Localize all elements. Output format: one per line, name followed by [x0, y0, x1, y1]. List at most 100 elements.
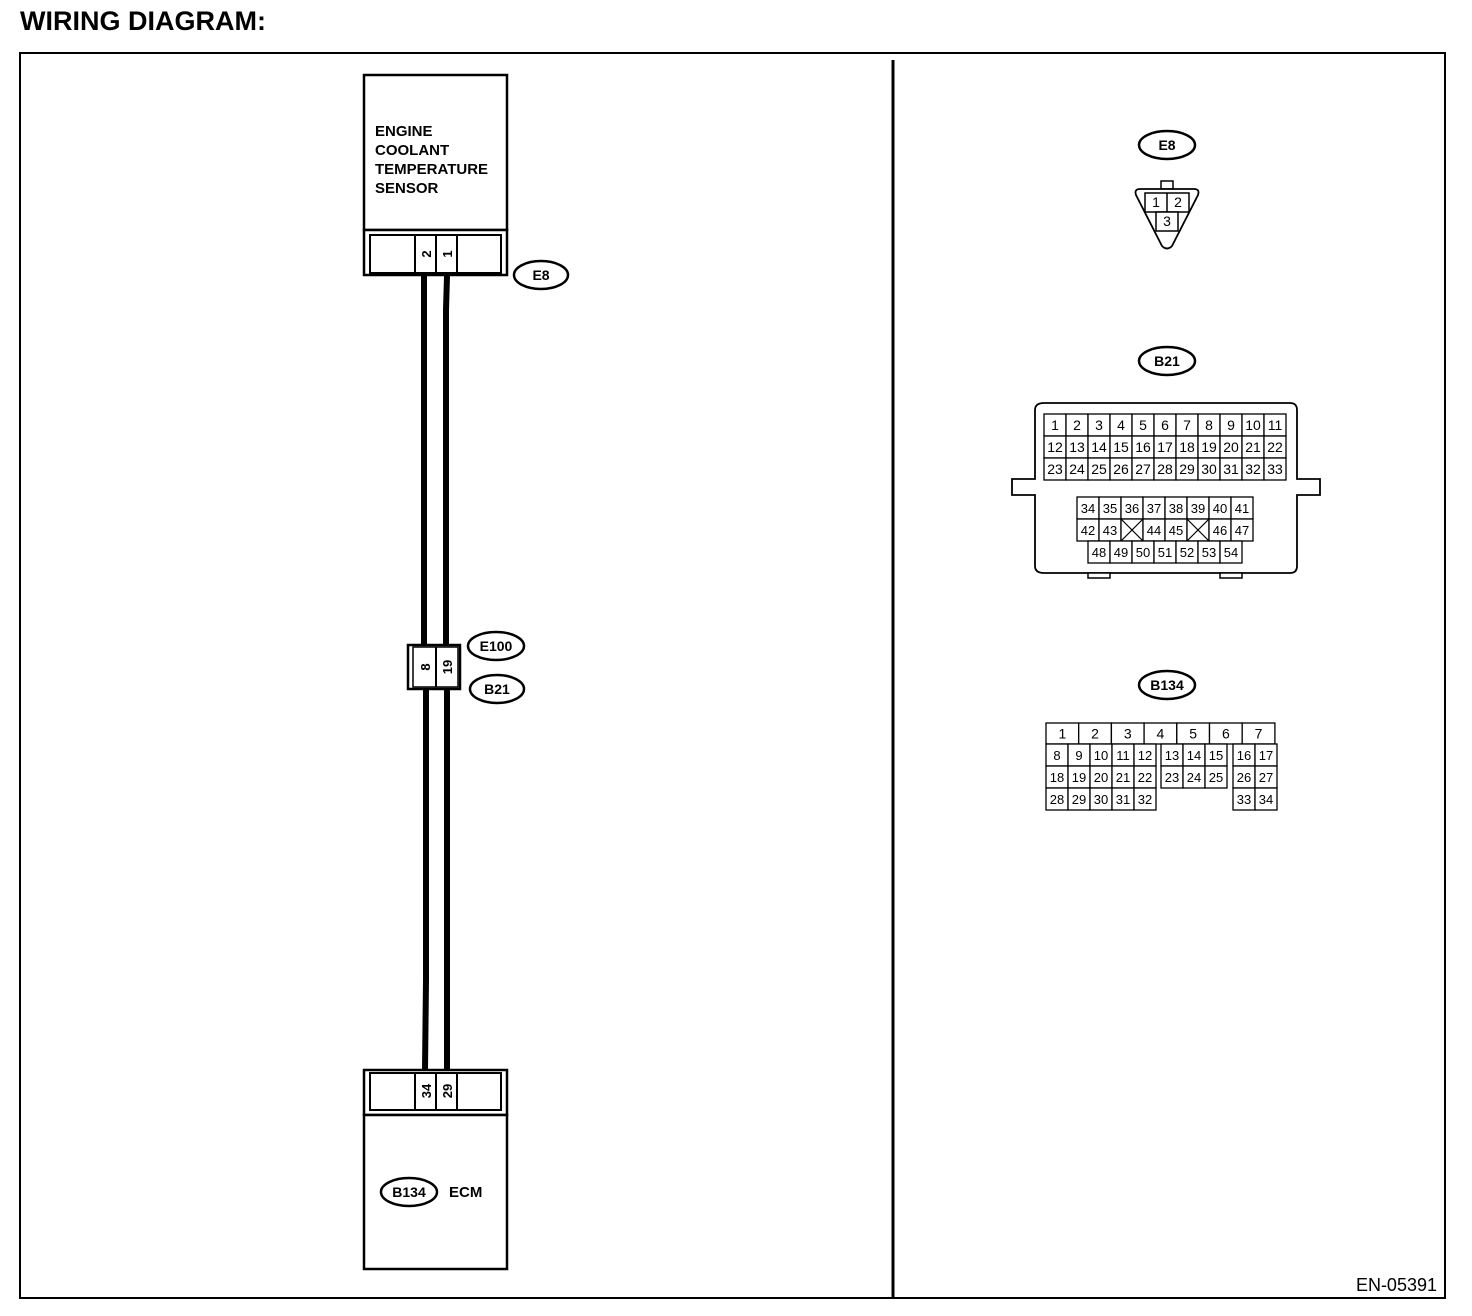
b21-pin-8: 8	[1197, 413, 1221, 437]
b134-pin-2-label: 2	[1091, 726, 1099, 742]
b21-pin-47-label: 47	[1235, 523, 1249, 538]
b134-pin-17: 17	[1254, 743, 1278, 767]
b134-connector-tag	[379, 1176, 439, 1208]
b21-pin-5: 5	[1131, 413, 1155, 437]
b21-pin-40: 40	[1208, 496, 1232, 520]
ecm-connector-label: B134	[392, 1184, 426, 1200]
b134-pin-20: 20	[1089, 765, 1113, 789]
b134-pin-6: 6	[1208, 722, 1243, 745]
b21-pin-13: 13	[1065, 435, 1089, 459]
b21-pin-1-label: 1	[1051, 417, 1059, 433]
b21-pin-2: 2	[1065, 413, 1089, 437]
b21-pin-16: 16	[1131, 435, 1155, 459]
b134-pin-32: 32	[1133, 787, 1157, 811]
b134-pin-29: 29	[1067, 787, 1091, 811]
ecm-pin-29: 29	[440, 1084, 455, 1098]
b134-pin-34: 34	[1254, 787, 1278, 811]
b21-pin-11-label: 11	[1268, 417, 1283, 433]
b21-pin-43-label: 43	[1103, 523, 1117, 538]
diagram-frame	[19, 52, 1446, 1299]
b134-pin-16: 16	[1232, 743, 1256, 767]
b21-pin-41-label: 41	[1235, 501, 1249, 516]
b134-pin-20-label: 20	[1094, 770, 1108, 785]
b21-pin-54-label: 54	[1224, 545, 1238, 560]
b21-pin-29-label: 29	[1179, 461, 1195, 477]
b21-pin-12: 12	[1043, 435, 1067, 459]
b21-pin-46: 46	[1208, 518, 1232, 542]
b134-pin-23-label: 23	[1165, 770, 1179, 785]
b134-pin-31-label: 31	[1116, 792, 1130, 807]
b21-pin-26-label: 26	[1113, 461, 1129, 477]
b21-pin-44-label: 44	[1147, 523, 1161, 538]
b21-pin-42: 42	[1076, 518, 1100, 542]
b134-pin-27: 27	[1254, 765, 1278, 789]
b21-pin-36: 36	[1120, 496, 1144, 520]
b134-pin-10-label: 10	[1094, 748, 1108, 763]
e8-view-tag	[1137, 129, 1197, 161]
b134-pin-7-label: 7	[1255, 726, 1263, 742]
b134-pin-19: 19	[1067, 765, 1091, 789]
joint-pin-19: 19	[440, 660, 455, 674]
b134-pin-15: 15	[1204, 743, 1228, 767]
b21-pin-19: 19	[1197, 435, 1221, 459]
b21-pin-46-label: 46	[1213, 523, 1227, 538]
b21-pin-34-label: 34	[1081, 501, 1095, 516]
b134-pin-8: 8	[1045, 743, 1069, 767]
b21-view-tag	[1137, 345, 1197, 377]
e8-view-label: E8	[1158, 137, 1175, 153]
svg-text:B21: B21	[484, 681, 510, 697]
b134-pin-24: 24	[1182, 765, 1206, 789]
sensor-pin-2: 2	[419, 250, 434, 257]
b21-pin-7: 7	[1175, 413, 1199, 437]
b134-pin-30: 30	[1089, 787, 1113, 811]
b21-pin-49: 49	[1109, 540, 1133, 564]
e8-connector-view: E8 1 2 3	[1134, 129, 1200, 250]
b21-pin-11: 11	[1263, 413, 1287, 437]
b134-pin-2: 2	[1078, 722, 1113, 745]
b21-pin-39-label: 39	[1191, 501, 1205, 516]
b134-pin-13-label: 13	[1165, 748, 1179, 763]
b21-pin-47: 47	[1230, 518, 1254, 542]
sensor-name-line-1: ENGINE	[375, 123, 433, 140]
b21-pin-48-label: 48	[1092, 545, 1106, 560]
b21-pin-35: 35	[1098, 496, 1122, 520]
b21-pin-2-label: 2	[1073, 417, 1081, 433]
svg-text:E100: E100	[480, 638, 513, 654]
page-title: WIRING DIAGRAM:	[20, 6, 266, 36]
b21-pin-35-label: 35	[1103, 501, 1117, 516]
b134-pin-12-label: 12	[1138, 748, 1152, 763]
b21-pin-4-label: 4	[1117, 417, 1125, 433]
b134-pin-22-label: 22	[1138, 770, 1152, 785]
b134-pin-18: 18	[1045, 765, 1069, 789]
b134-pin-14: 14	[1182, 743, 1206, 767]
b21-pin-10-label: 10	[1245, 417, 1261, 433]
b134-pin-28: 28	[1045, 787, 1069, 811]
b134-pin-26-label: 26	[1237, 770, 1251, 785]
b134-pin-28-label: 28	[1050, 792, 1064, 807]
b21-pin-24-label: 24	[1069, 461, 1085, 477]
b134-pin-34-label: 34	[1259, 792, 1273, 807]
b21-blank-cavity	[1186, 518, 1210, 542]
b21-pin-54: 54	[1219, 540, 1243, 564]
b21-pin-5-label: 5	[1139, 417, 1147, 433]
b134-pin-9-label: 9	[1075, 748, 1082, 763]
b21-pin-53: 53	[1197, 540, 1221, 564]
b21-pin-22-label: 22	[1267, 439, 1283, 455]
b21-pin-10: 10	[1241, 413, 1265, 437]
b21-pin-14-label: 14	[1091, 439, 1107, 455]
b21-pin-45-label: 45	[1169, 523, 1183, 538]
b21-pin-13-label: 13	[1069, 439, 1085, 455]
b134-pin-26: 26	[1232, 765, 1256, 789]
b21-pin-23-label: 23	[1047, 461, 1063, 477]
b21-pin-12-label: 12	[1047, 439, 1063, 455]
b21-pin-52-label: 52	[1180, 545, 1194, 560]
b21-pin-43: 43	[1098, 518, 1122, 542]
b134-pin-30-label: 30	[1094, 792, 1108, 807]
b21-pin-14: 14	[1087, 435, 1111, 459]
b21-pin-17: 17	[1153, 435, 1177, 459]
b134-view-label: B134	[1150, 677, 1184, 693]
b21-pin-18: 18	[1175, 435, 1199, 459]
b21-pin-26: 26	[1109, 457, 1133, 481]
